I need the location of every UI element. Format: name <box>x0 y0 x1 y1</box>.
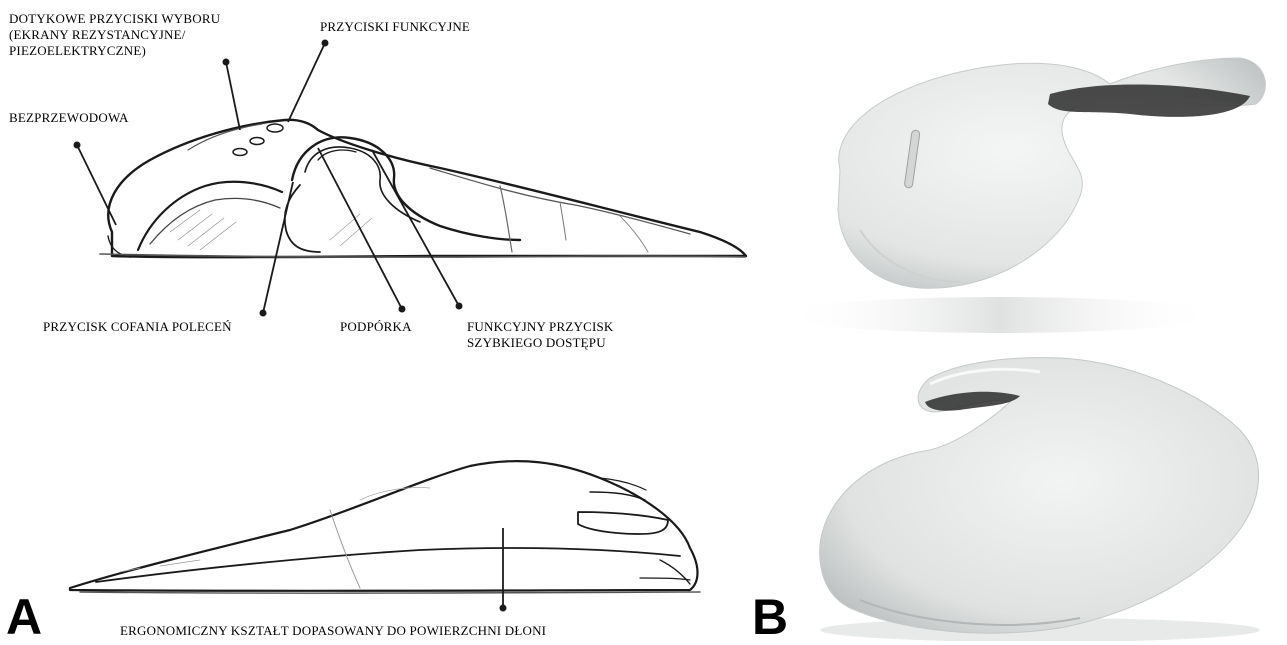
panel-letter-a: A <box>6 592 42 642</box>
panel-letter-b: B <box>752 592 788 642</box>
label-function-buttons: PRZYCISKI FUNKCYJNE <box>320 18 470 35</box>
label-support: PODPÓRKA <box>340 318 412 335</box>
label-wireless: BEZPRZEWODOWA <box>9 109 129 126</box>
label-ergonomic-shape: ERGONOMICZNY KSZTAŁT DOPASOWANY DO POWIE… <box>120 622 546 639</box>
label-selection-buttons-line2: (EKRANY REZYSTANCYJNE/ <box>9 26 186 43</box>
label-undo-button: PRZYCISK COFANIA POLECEŃ <box>43 318 232 335</box>
label-quick-access-line2: SZYBKIEGO DOSTĘPU <box>467 334 606 351</box>
label-selection-buttons-line3: PIEZOELEKTRYCZNE) <box>9 42 146 59</box>
label-selection-buttons-line1: DOTYKOWE PRZYCISKI WYBORU <box>9 10 220 27</box>
label-quick-access-line1: FUNKCYJNY PRZYCISK <box>467 318 614 335</box>
